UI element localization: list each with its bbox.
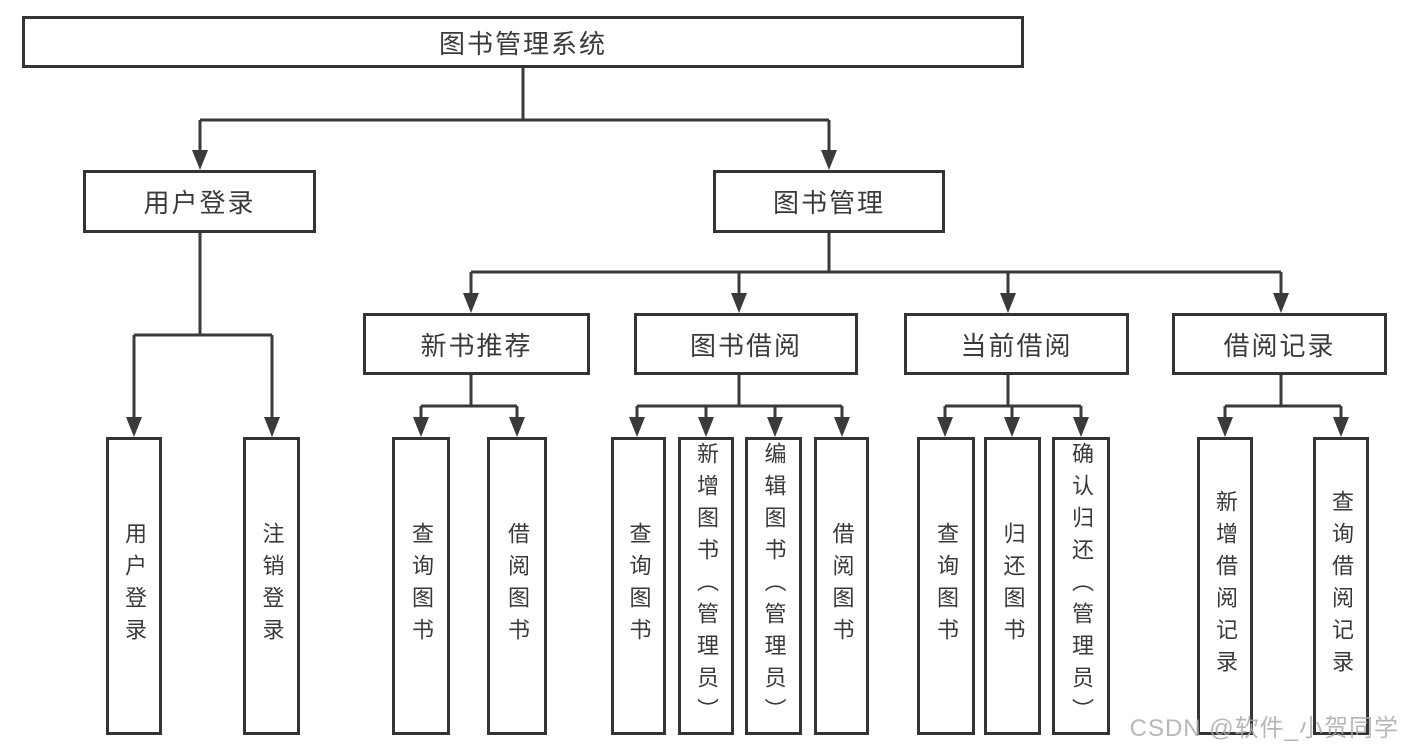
csdn-watermark: CSDN @软件_小贺同学 [1129,715,1399,742]
node-label: 图书管理 [772,188,885,218]
node-book-management: 图书管理 [713,170,945,233]
leaf-confirm-return-admin: 确认归还（管理员） [1052,437,1110,735]
node-book-borrowing: 图书借阅 [634,313,858,375]
node-label: 新增图书（管理员） [694,442,719,730]
leaf-user-login: 用户登录 [106,437,162,735]
leaf-logout: 注销登录 [243,437,300,735]
node-label: 用户登录 [122,522,147,650]
node-label: 查询图书 [409,522,434,650]
node-label: 查询借阅记录 [1329,490,1354,682]
leaf-query-books-recommend: 查询图书 [392,437,450,735]
leaf-return-book: 归还图书 [984,437,1041,735]
node-borrowing-records: 借阅记录 [1172,313,1387,375]
node-label: 当前借阅 [960,330,1073,361]
node-label: 借阅图书 [829,522,855,650]
leaf-edit-book-admin: 编辑图书（管理员） [745,437,802,735]
node-label: 图书借阅 [689,330,802,361]
node-label: 注销登录 [259,522,285,650]
node-label: 图书管理系统 [438,28,607,59]
node-label: 用户登录 [143,188,256,218]
leaf-query-books-current: 查询图书 [917,437,975,735]
node-user-login: 用户登录 [83,170,316,233]
node-label: 查询图书 [934,522,959,650]
node-label: 借阅图书 [505,522,530,650]
leaf-query-books-borrow: 查询图书 [611,437,666,735]
node-label: 归还图书 [1000,522,1026,650]
leaf-add-book-admin: 新增图书（管理员） [678,437,734,735]
node-library-management-system: 图书管理系统 [22,16,1024,68]
leaf-add-borrow-record: 新增借阅记录 [1197,437,1253,735]
leaf-query-borrow-record: 查询借阅记录 [1313,437,1369,735]
node-label: 借阅记录 [1223,330,1336,361]
node-label: 新书推荐 [420,330,533,361]
leaf-borrow-books: 借阅图书 [814,437,869,735]
node-label: 新增借阅记录 [1213,490,1238,682]
leaf-borrow-books-recommend: 借阅图书 [487,437,547,735]
node-current-borrowing: 当前借阅 [904,313,1129,375]
node-label: 查询图书 [626,522,652,650]
node-new-book-recommend: 新书推荐 [363,313,590,375]
node-label: 编辑图书（管理员） [761,442,787,730]
node-label: 确认归还（管理员） [1069,442,1094,730]
